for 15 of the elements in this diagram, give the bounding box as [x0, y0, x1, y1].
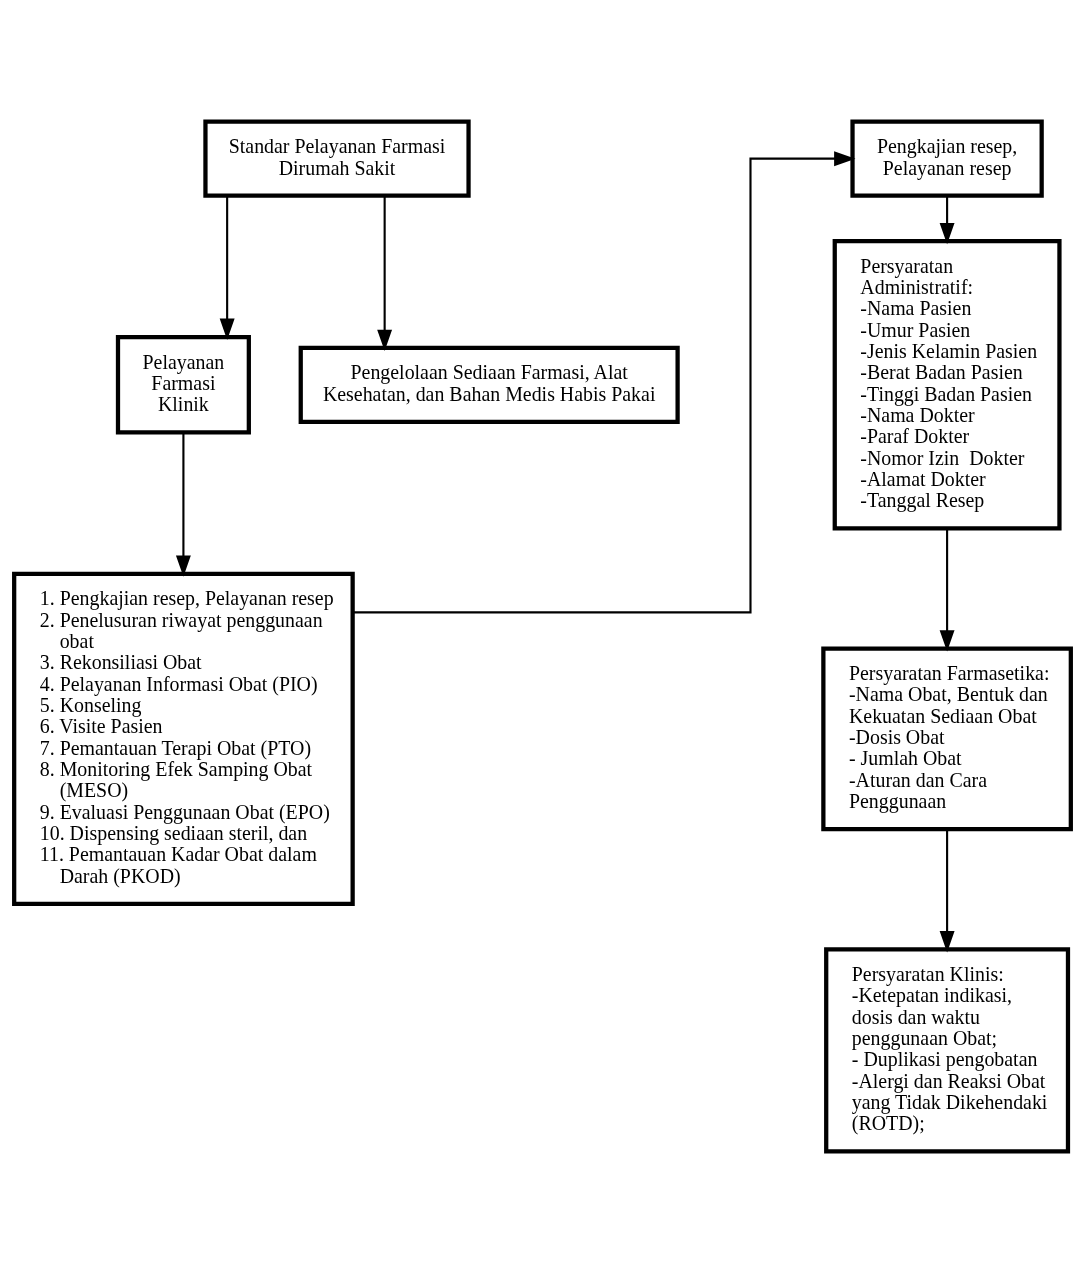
arrow	[219, 196, 235, 340]
node-box: Pengelolaan Sediaan Farmasi, Alat Kesehatan, dan Bahan Medis Habis Pakai	[298, 345, 680, 424]
node-box: Standar Pelayanan Farmasi Dirumah Sakit	[203, 119, 471, 198]
node-box: Pengkajian resep, Pelayanan resep	[850, 119, 1044, 198]
arrow	[939, 528, 955, 652]
arrow	[377, 196, 393, 351]
node-box: Persyaratan Klinis: -Ketepatan indikasi, dosis dan waktu penggunaan Obat; - Duplikasi pengobatan -Alergi dan Reaksi Obat yang Tidak Dikehendaki (ROTD);	[824, 947, 1071, 1154]
arrow	[175, 432, 191, 577]
arrow	[352, 151, 856, 614]
node-box: Persyaratan Farmasetika: -Nama Obat, Bentuk dan Kekuatan Sediaan Obat -Dosis Obat - Jumlah Obat -Aturan dan Cara Penggunaan	[821, 646, 1073, 832]
node-box: Persyaratan Administratif: -Nama Pasien -Umur Pasien -Jenis Kelamin Pasien -Berat Badan Pasien -Tinggi Badan Pasien -Nama Dokter -Paraf Dokter -Nomor Izin Dokter -Alamat Dokter -Tanggal Resep	[832, 239, 1062, 531]
node-box: 1. Pengkajian resep, Pelayanan resep 2. Penelusuran riwayat penggunaan obat 3. Rekonsiliasi Obat 4. Pelayanan Informasi Obat (PIO) 5. Konseling 6. Visite Pasien 7. Pemantauan Terapi Obat (PTO) 8. Monitoring Efek Samping Obat (MESO) 9. Evaluasi Penggunaan Obat (EPO) 10. Dispensing sediaan steril, dan 11. Pemantauan Kadar Obat dalam Darah (PKOD)	[12, 571, 355, 906]
arrow	[939, 196, 955, 245]
node-box: Pelayanan Farmasi Klinik	[115, 335, 251, 435]
arrow	[939, 829, 955, 953]
